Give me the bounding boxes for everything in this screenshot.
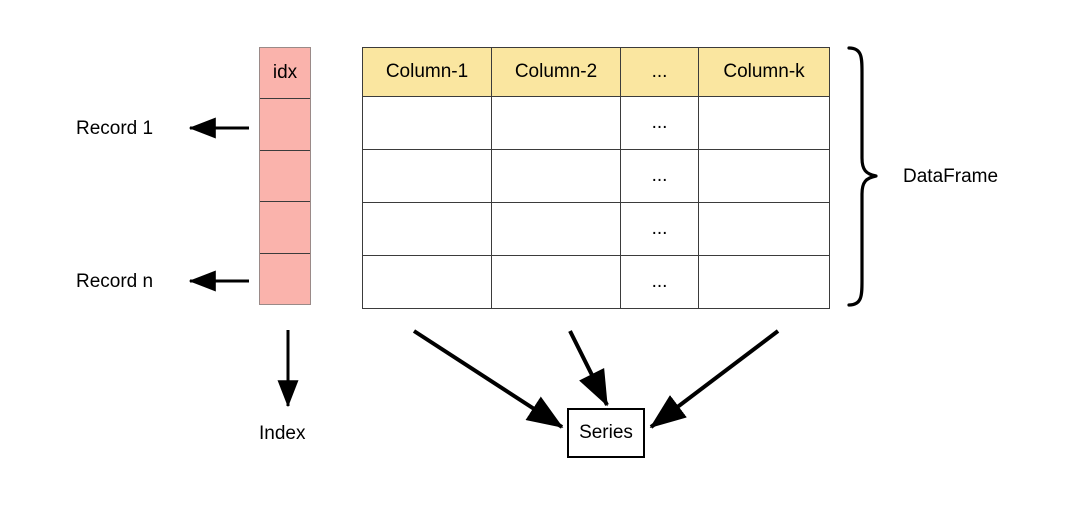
arrow-series-left [412, 329, 564, 429]
brace-dataframe [847, 46, 878, 307]
table-cell [698, 202, 830, 256]
label-record-first: Record 1 [76, 118, 154, 139]
table-cell-ellipsis: ... [620, 255, 699, 309]
table-header-row: Column-1 Column-2 ... Column-k [362, 47, 830, 97]
index-column: idx [259, 47, 311, 305]
column-header-2: Column-2 [491, 47, 621, 97]
index-cell [260, 202, 310, 254]
table-cell-ellipsis: ... [620, 202, 699, 256]
index-header-cell: idx [260, 48, 310, 100]
column-header-1: Column-1 [362, 47, 492, 97]
table-cell [362, 149, 492, 203]
table-cell-ellipsis: ... [620, 96, 699, 150]
table-cell [362, 96, 492, 150]
label-dataframe: DataFrame [903, 166, 999, 187]
table-cell [491, 149, 621, 203]
column-header-ellipsis: ... [620, 47, 699, 97]
index-cell [260, 99, 310, 151]
table-cell-ellipsis: ... [620, 149, 699, 203]
table-cell [362, 202, 492, 256]
table-row: ... [362, 96, 830, 150]
table-cell [362, 255, 492, 309]
table-cell [491, 202, 621, 256]
table-cell [698, 96, 830, 150]
index-cell [260, 254, 310, 304]
table-cell [698, 255, 830, 309]
table-row: ... [362, 202, 830, 256]
table-cell [491, 96, 621, 150]
label-index: Index [259, 423, 306, 444]
series-box: Series [567, 408, 645, 458]
table-row: ... [362, 255, 830, 309]
label-record-last: Record n [76, 271, 154, 292]
table-cell [698, 149, 830, 203]
series-label: Series [579, 422, 633, 443]
table-cell [491, 255, 621, 309]
arrow-series-right [649, 329, 780, 429]
arrow-series-middle [568, 330, 609, 407]
index-cell [260, 151, 310, 203]
table-row: ... [362, 149, 830, 203]
column-header-k: Column-k [698, 47, 830, 97]
dataframe-table: Column-1 Column-2 ... Column-k ... ... [362, 47, 830, 309]
